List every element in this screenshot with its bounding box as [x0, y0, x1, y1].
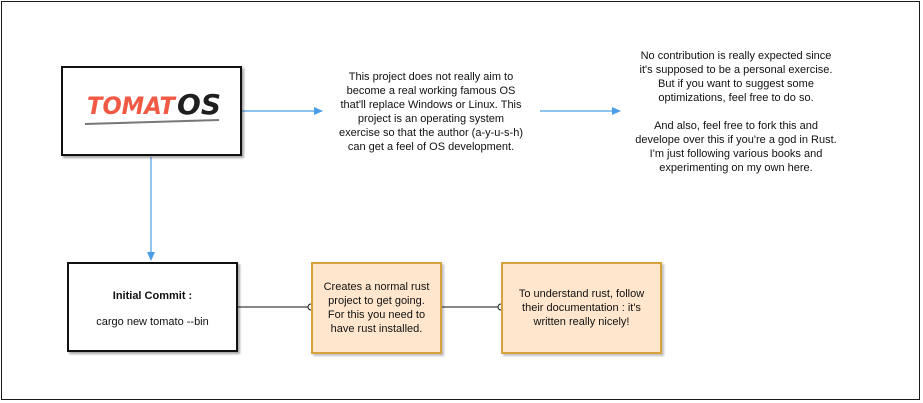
intro-note: This project does not really aim to beco…	[338, 71, 524, 153]
rust-docs-text: To understand rust, follow their documen…	[518, 288, 645, 328]
commit-command: cargo new tomato --bin	[96, 316, 209, 328]
rust-project-text: Creates a normal rust project to get goi…	[323, 281, 430, 335]
logo-text-os: OS	[177, 88, 221, 121]
logo-text-tomat: TOMAT	[87, 92, 177, 120]
tomatos-logo: TOMAT OS	[84, 88, 221, 125]
contribution-note: No contribution is really expected since…	[635, 50, 837, 174]
initial-commit-node: Initial Commit : cargo new tomato --bin	[67, 262, 238, 352]
logo-node: TOMAT OS	[61, 66, 242, 156]
rust-docs-node: To understand rust, follow their documen…	[501, 262, 662, 354]
rust-project-node: Creates a normal rust project to get goi…	[311, 262, 442, 354]
logo-underline	[84, 119, 220, 125]
commit-title: Initial Commit :	[112, 290, 193, 302]
